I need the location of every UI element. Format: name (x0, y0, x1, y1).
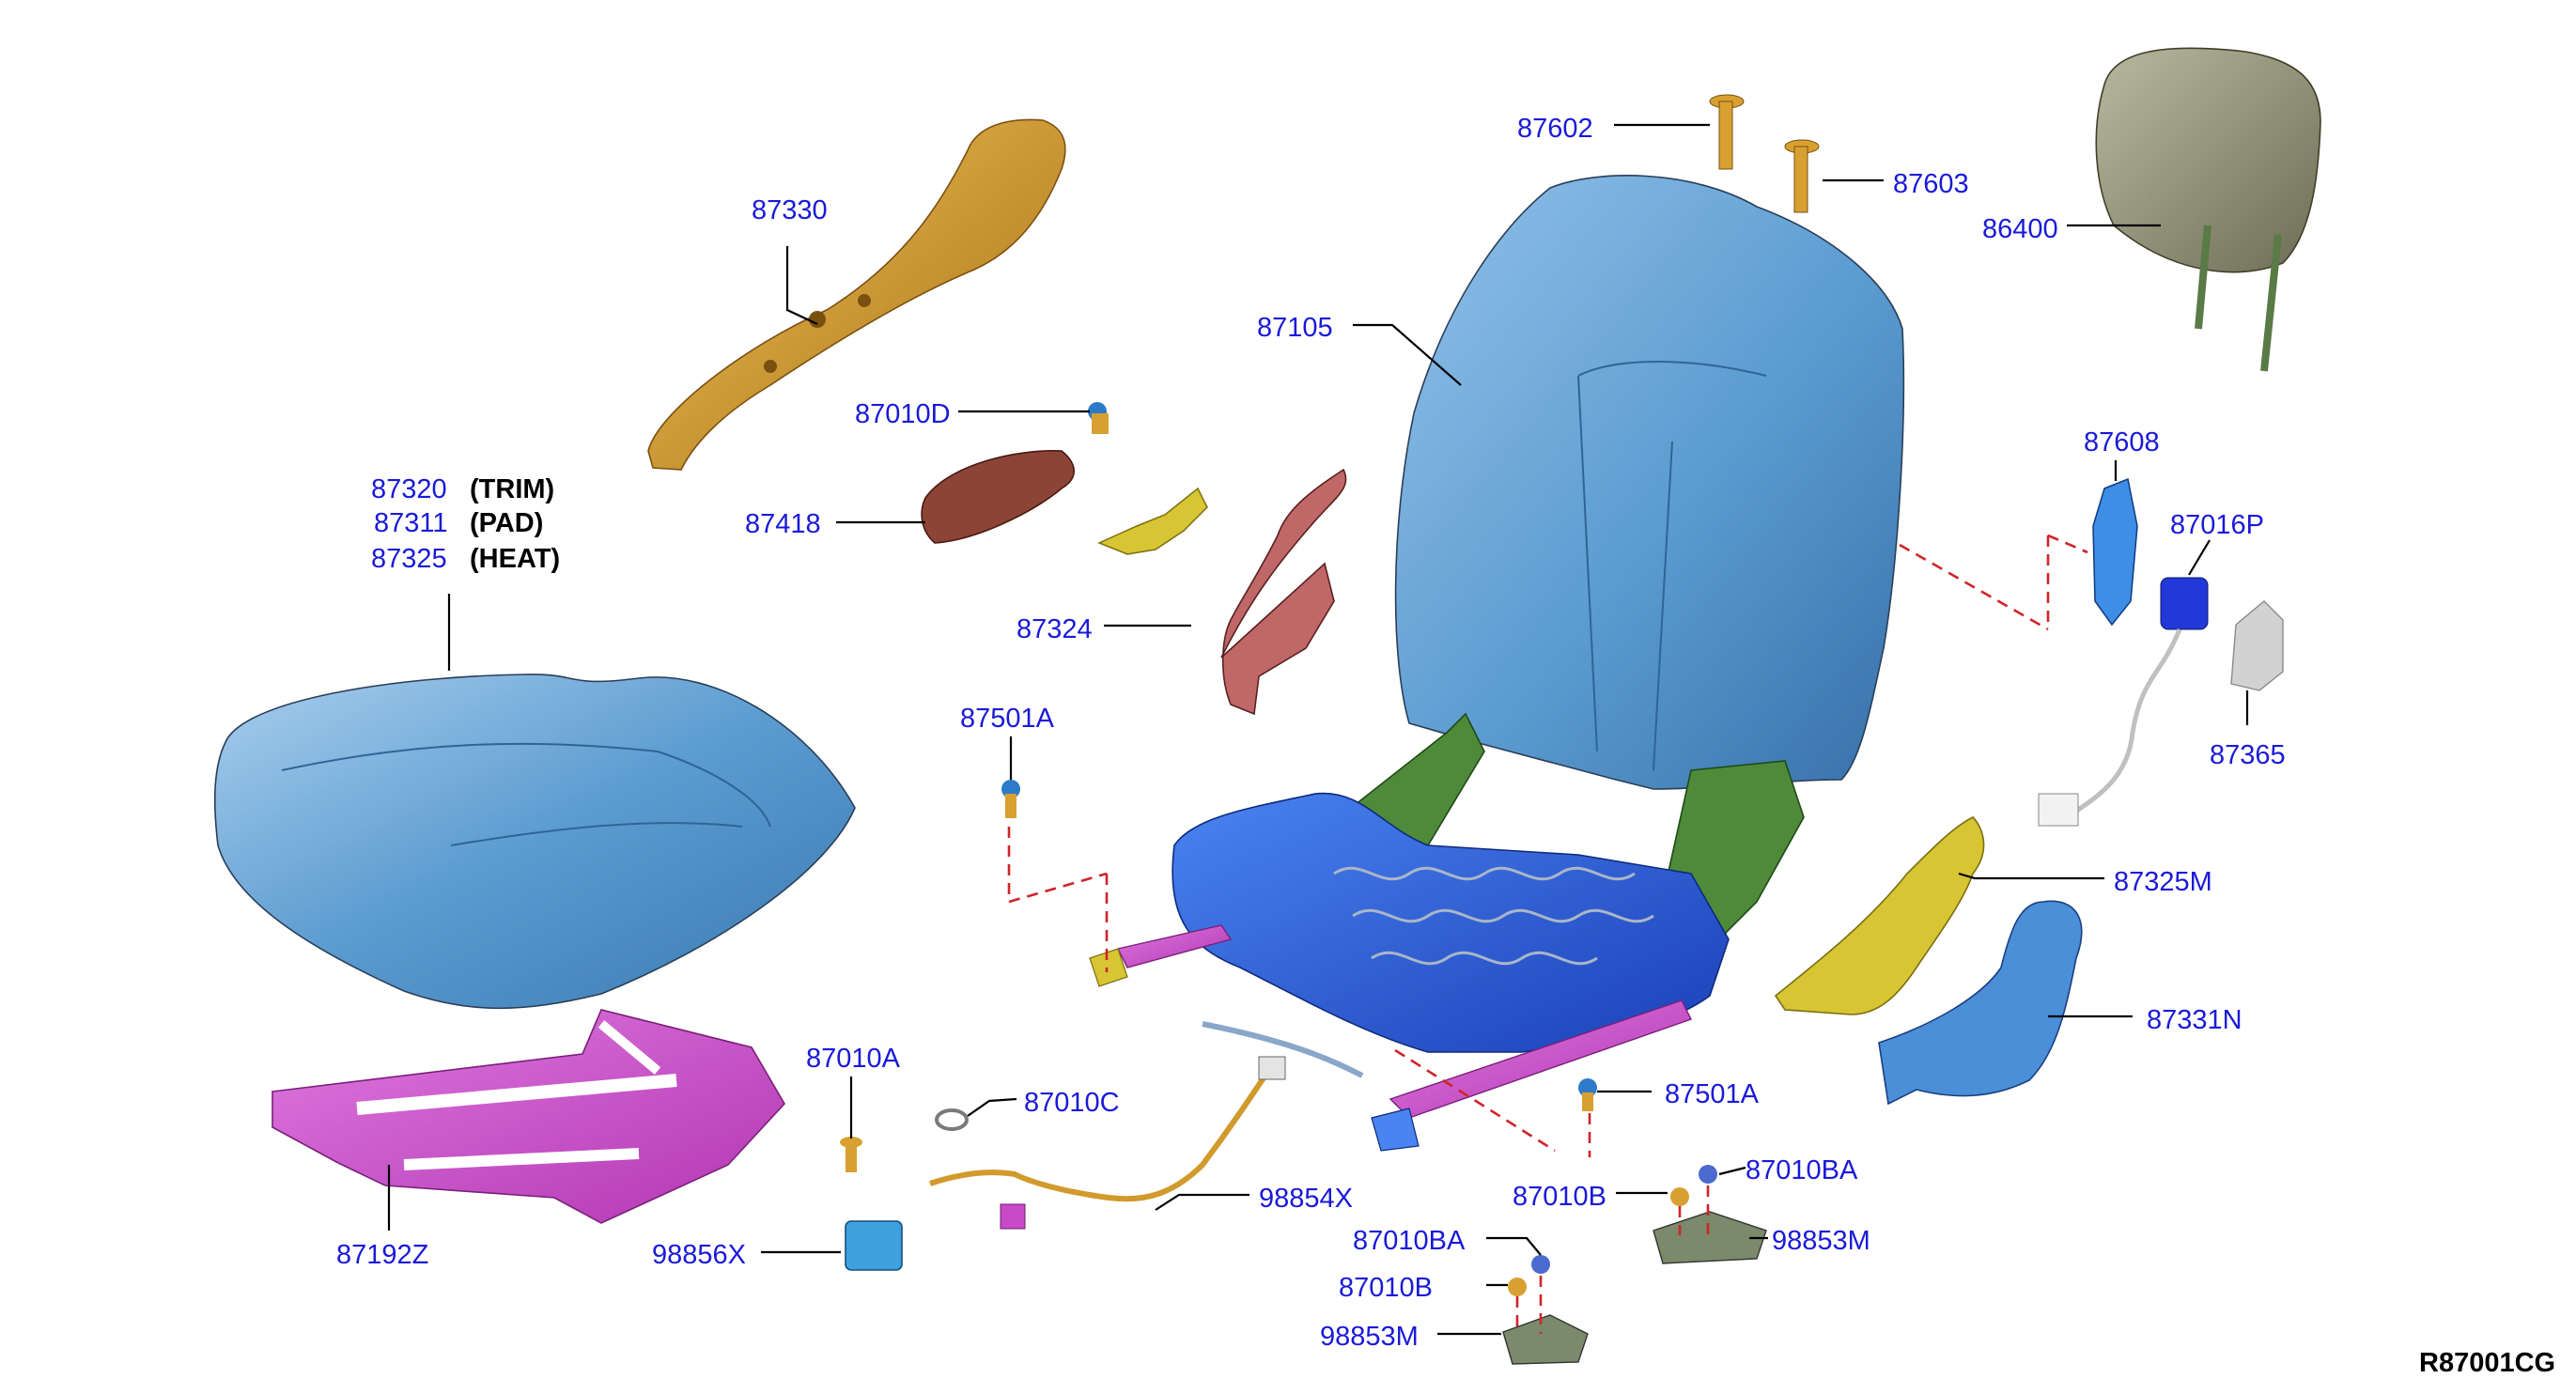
harness-connector-a (1258, 1056, 1286, 1080)
part-label-87602[interactable]: 87602 (1517, 114, 1593, 144)
side-cover-inner (1878, 900, 2083, 1106)
part-label-87324[interactable]: 87324 (1016, 614, 1093, 644)
part-label-87192z[interactable]: 87192Z (336, 1240, 428, 1270)
part-label-87105[interactable]: 87105 (1257, 313, 1333, 343)
harness-connector-b (1000, 1203, 1026, 1230)
seat-heater-mat (272, 1009, 785, 1224)
assembly-dash-lines (1007, 534, 2088, 1334)
headrest-guide-87602 (1709, 94, 1745, 170)
part-label-87010a[interactable]: 87010A (806, 1044, 901, 1074)
wire-harness-98854x (929, 1069, 1271, 1202)
bolt-87501a-bottom (1578, 1078, 1597, 1111)
part-label-87325[interactable]: 87325 (371, 544, 447, 574)
part-label-87331n[interactable]: 87331N (2147, 1005, 2242, 1035)
seat-springs (1333, 866, 1654, 966)
part-label-87320[interactable]: 87320 (371, 474, 447, 504)
power-switch-harness (2038, 577, 2209, 827)
recliner-cover-bracket (1220, 468, 1347, 716)
side-trim-outer (647, 118, 1066, 471)
headrest-guide-87603 (1784, 139, 1820, 213)
part-label-87010d[interactable]: 87010D (855, 399, 951, 429)
part-label-87010ba-right[interactable]: 87010BA (1746, 1155, 1858, 1185)
washer-87010c (935, 1108, 969, 1131)
lever-knob (2092, 477, 2138, 627)
part-label-87365[interactable]: 87365 (2210, 740, 2286, 770)
anchor-98853m-right (1653, 1165, 1767, 1264)
part-label-86400[interactable]: 86400 (1982, 214, 2058, 244)
seat-cushion-pad (213, 674, 856, 1010)
part-label-87311[interactable]: 87311 (374, 508, 448, 538)
part-label-87010b-left[interactable]: 87010B (1339, 1273, 1433, 1303)
seatback-pad (1394, 175, 1905, 790)
part-label-98854x[interactable]: 98854X (1259, 1184, 1353, 1214)
small-yellow-bracket (1097, 487, 1208, 555)
headrest (2095, 47, 2321, 372)
bolt-87010a (840, 1137, 862, 1172)
diagram-code: R87001CG (2419, 1348, 2555, 1378)
part-label-98853m-left[interactable]: 98853M (1320, 1322, 1419, 1352)
bolt-87501a-top (1001, 780, 1020, 818)
note-pad: (PAD) (470, 508, 543, 538)
part-label-87501a-top[interactable]: 87501A (960, 704, 1055, 734)
part-label-98856x[interactable]: 98856X (652, 1240, 746, 1270)
part-label-87418[interactable]: 87418 (745, 509, 821, 539)
leader-lines (387, 123, 2249, 1336)
part-label-98853m-right[interactable]: 98853M (1772, 1226, 1870, 1256)
switch-cover (2230, 600, 2284, 691)
seat-rails (1089, 924, 1692, 1152)
note-heat: (HEAT) (470, 544, 560, 574)
anchor-98853m-left (1502, 1255, 1589, 1365)
note-trim: (TRIM) (470, 474, 554, 504)
part-label-87608[interactable]: 87608 (2084, 427, 2160, 457)
part-label-87016p[interactable]: 87016P (2170, 510, 2264, 540)
bolt-87010d (1088, 402, 1109, 434)
side-cushion-cover (921, 450, 1075, 544)
part-label-87501a-bottom[interactable]: 87501A (1665, 1079, 1760, 1109)
part-label-87010ba-left[interactable]: 87010BA (1353, 1226, 1466, 1256)
part-label-87603[interactable]: 87603 (1893, 169, 1969, 199)
part-label-87330[interactable]: 87330 (752, 195, 828, 225)
part-label-87010b-right[interactable]: 87010B (1513, 1182, 1606, 1212)
part-label-87010c[interactable]: 87010C (1024, 1088, 1120, 1118)
side-shield-inner (1774, 816, 1985, 1015)
control-module (845, 1220, 903, 1271)
part-label-87325m[interactable]: 87325M (2114, 867, 2212, 897)
